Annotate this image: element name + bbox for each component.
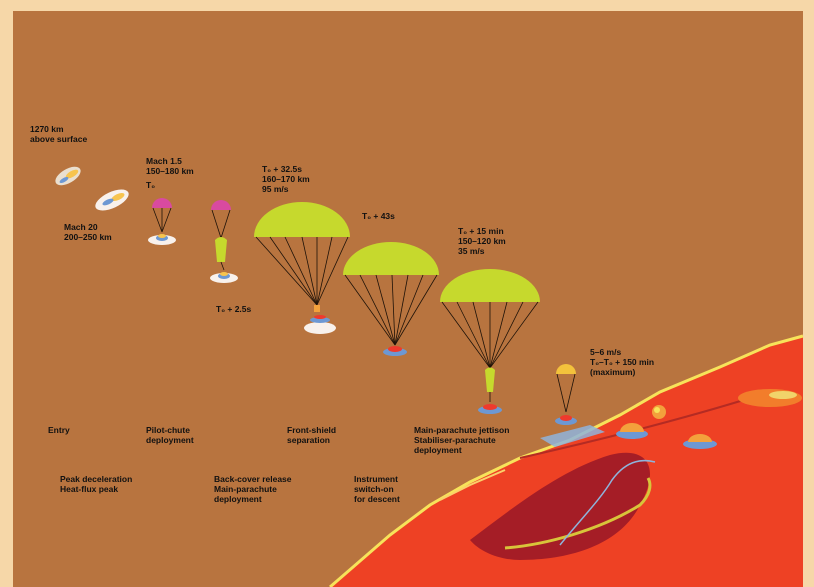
event-label-back-cover: Back-cover release Main-parachute deploy…: [214, 474, 292, 504]
event-label-main-jettison: Main-parachute jettison Stabiliser-parac…: [414, 425, 510, 455]
terrain-dark-band: [470, 452, 650, 560]
main-parachute-1: [254, 202, 350, 334]
terrain-hill-top: [769, 391, 797, 399]
terrain-yellow-band: [504, 477, 652, 550]
altitude-label-mach15: Mach 1.5 150–180 km: [146, 156, 194, 176]
time-label-t0-2s: T₀ + 2.5s: [216, 304, 252, 314]
time-label-t0-43s: T₀ + 43s: [362, 211, 395, 221]
probe-entry-2: [95, 189, 129, 211]
time-label-t0: T₀: [146, 180, 156, 190]
terrain-stripe: [439, 469, 506, 501]
altitude-label-mach20: Mach 20 200–250 km: [64, 222, 112, 242]
main-parachute-2: [343, 242, 439, 356]
probe-landed-1: [616, 423, 648, 439]
main-parachute-3: [440, 269, 540, 414]
stabiliser-chute: [555, 364, 577, 425]
probe-landed-3: [683, 434, 717, 449]
event-label-front-shield: Front-shield separation: [287, 425, 337, 445]
probe-entry-1: [55, 166, 81, 186]
altitude-label-t0-32s: T₀ + 32.5s 160–170 km 95 m/s: [262, 164, 310, 194]
terrain-river: [559, 459, 656, 546]
altitude-label-landing: 5–6 m/s T₀–T₀ + 150 min (maximum): [590, 347, 655, 377]
pilot-chute-1: [148, 198, 176, 245]
event-label-entry: Entry: [48, 425, 70, 435]
terrain-hill: [738, 389, 802, 407]
pilot-chute-2: [210, 200, 238, 283]
surface-terrain: [330, 336, 803, 587]
altitude-label-t0-15min: T₀ + 15 min 150–120 km 35 m/s: [458, 226, 506, 256]
event-label-pilot-chute: Pilot-chute deployment: [146, 425, 194, 445]
altitude-label-entry: 1270 km above surface: [30, 124, 88, 144]
event-label-instrument: Instrument switch-on for descent: [354, 474, 400, 504]
event-label-peak-deceleration: Peak deceleration Heat-flux peak: [60, 474, 133, 494]
terrain-lake: [540, 425, 605, 447]
probe-landed-2: [652, 405, 666, 419]
